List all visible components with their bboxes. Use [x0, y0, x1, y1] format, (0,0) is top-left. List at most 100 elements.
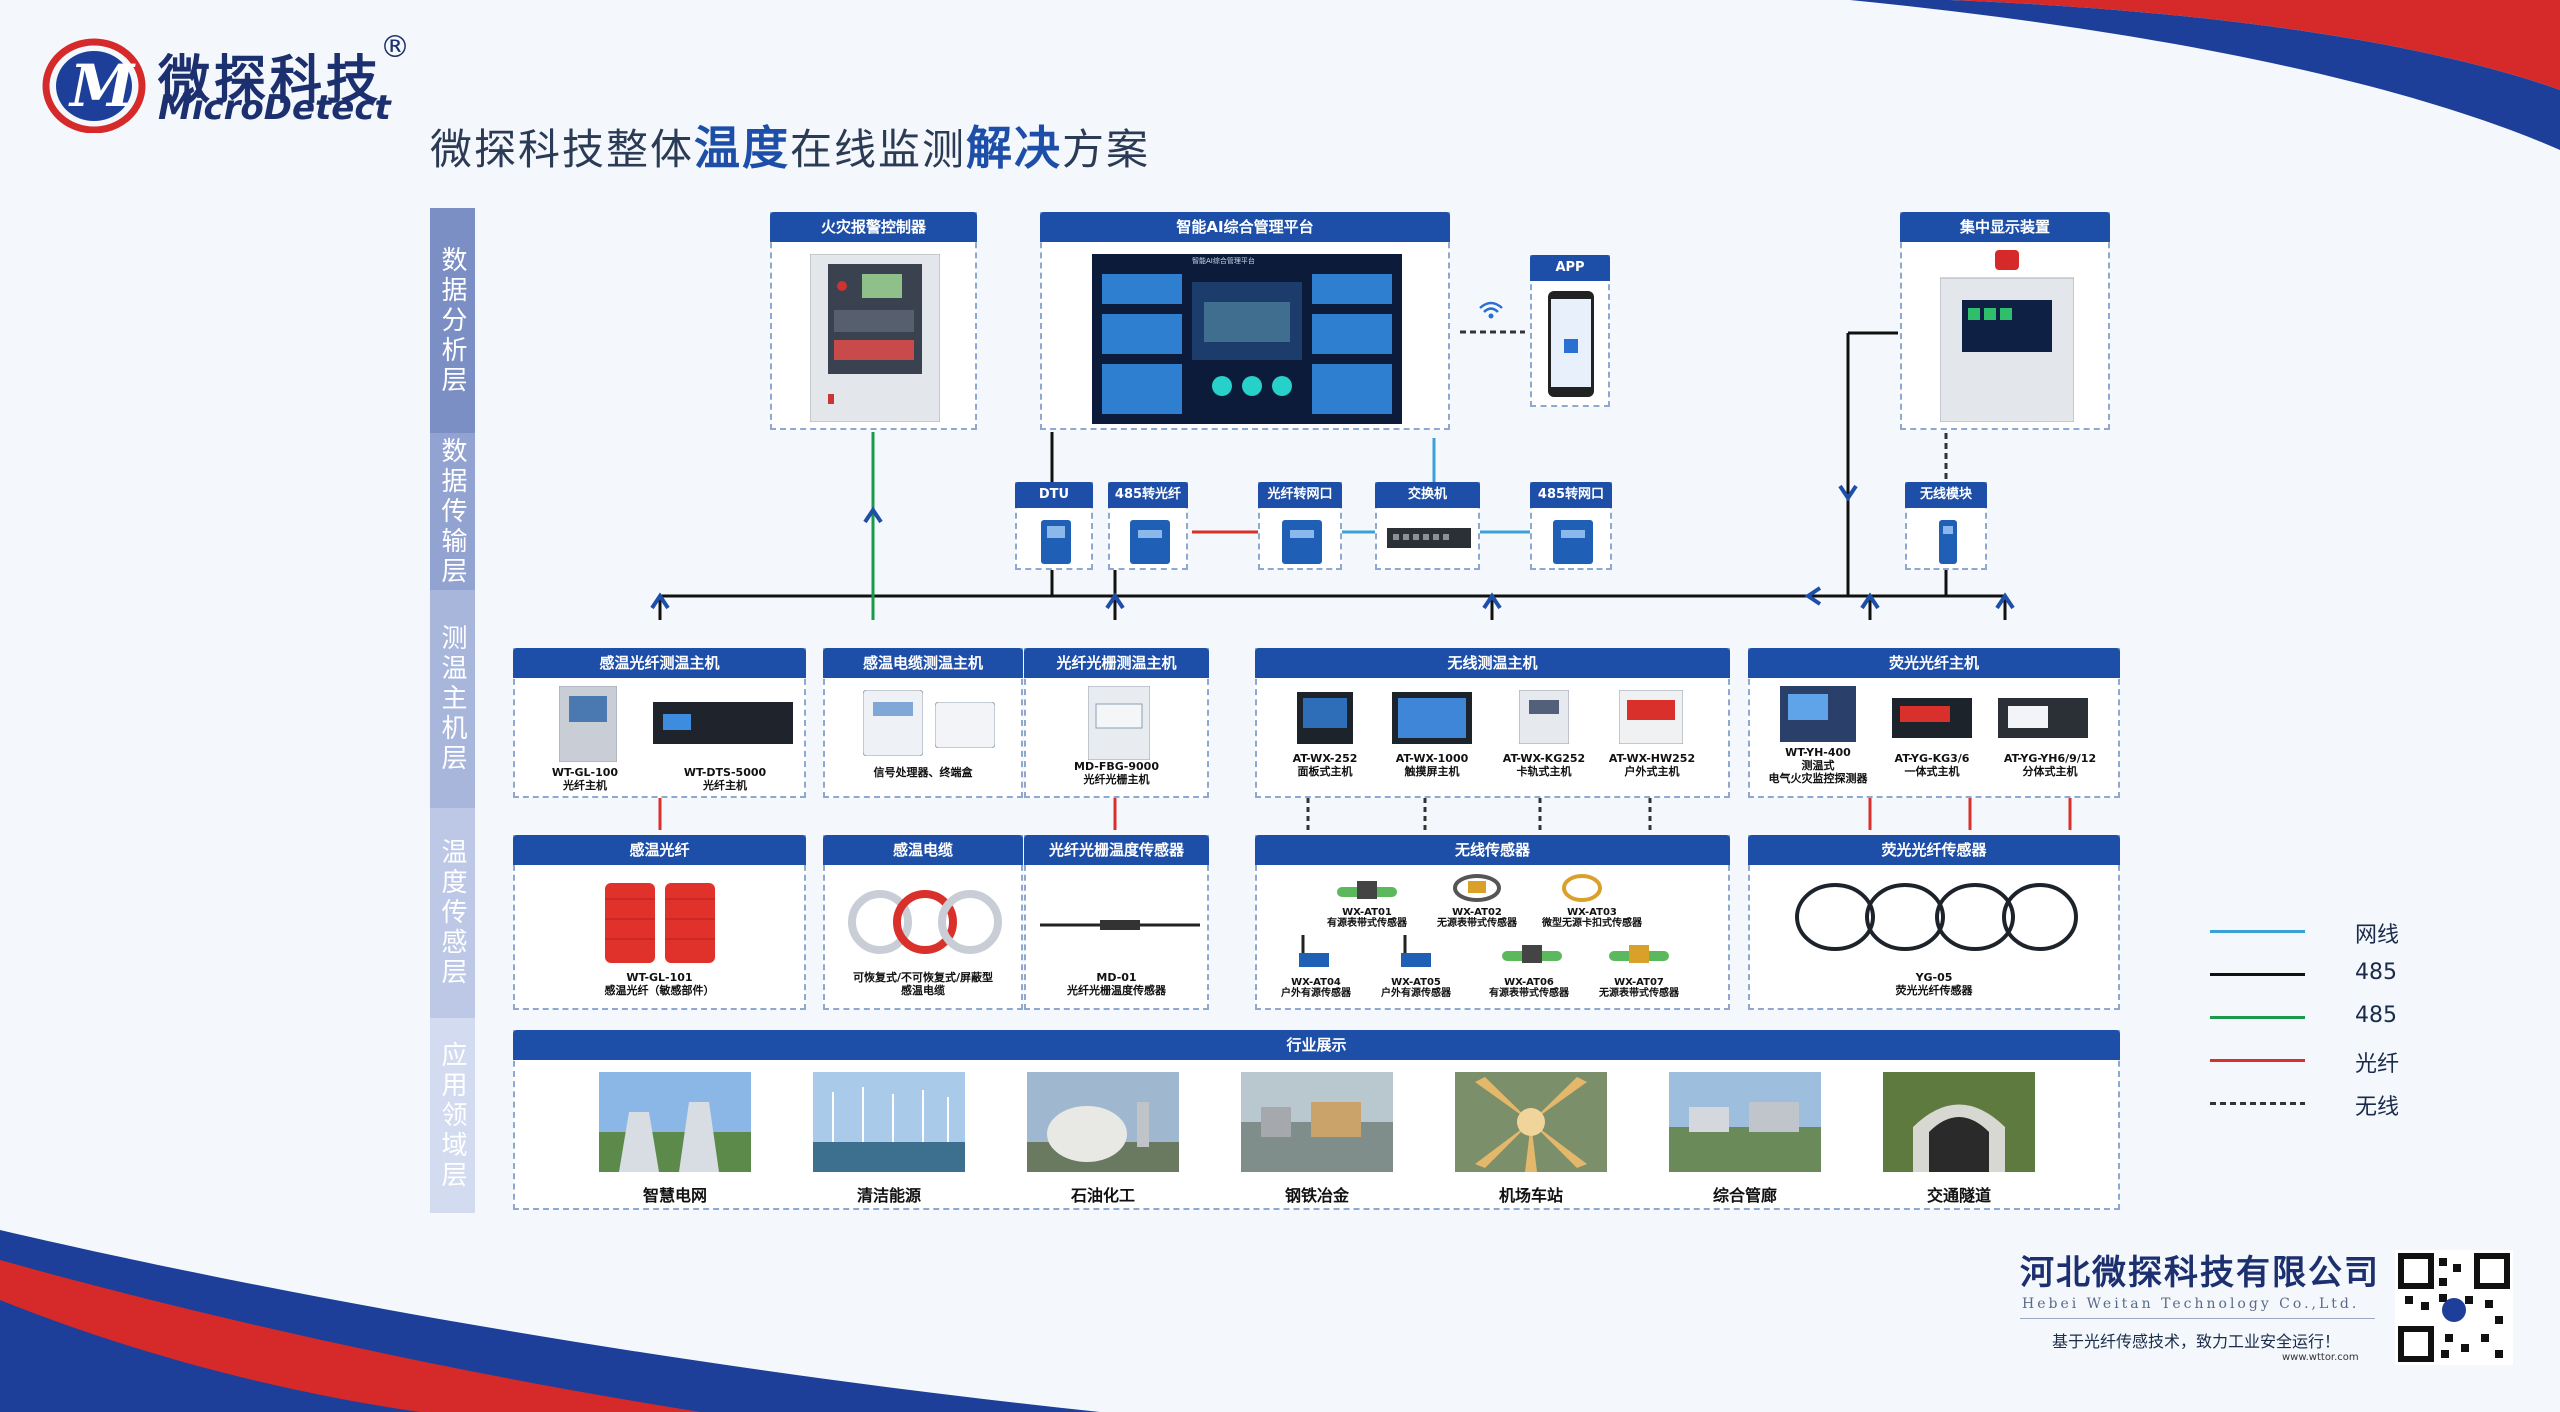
- sensor-desc: 荧光光纤传感器: [1750, 984, 2118, 997]
- fiber-to-network-box[interactable]: 光纤转网口: [1258, 482, 1342, 570]
- host-model: AT-WX-HW252: [1602, 752, 1702, 765]
- split-host-icon: [1998, 698, 2088, 738]
- industry-label: 石油化工: [1027, 1182, 1179, 1206]
- host-model: AT-WX-KG252: [1494, 752, 1594, 765]
- wireless-sensor-strap-icon: [1502, 945, 1562, 967]
- host-caption: WT-GL-100 光纤主机: [535, 766, 635, 792]
- outdoor-sensor-icon: [1295, 935, 1335, 969]
- sensor-model: WX-AT01: [1317, 907, 1417, 918]
- dtu-box[interactable]: DTU: [1015, 482, 1093, 570]
- legend-line-network: [2210, 930, 2305, 933]
- host-desc: 面板式主机: [1279, 765, 1371, 778]
- sensor-group-fiber[interactable]: 感温光纤 WT-GL-101 感温光纤（敏感部件）: [513, 835, 806, 1010]
- sensor-caption: WX-AT04 户外有源传感器: [1271, 977, 1361, 999]
- sensor-model: WX-AT02: [1425, 907, 1529, 918]
- sensor-group-grating[interactable]: 光纤光栅温度传感器 MD-01 光纤光栅温度传感器: [1024, 835, 1209, 1010]
- wifi-icon: [1478, 300, 1504, 320]
- switch-box[interactable]: 交换机: [1375, 482, 1480, 570]
- host-desc: 分体式主机: [1990, 765, 2110, 778]
- host-desc: 卡轨式主机: [1494, 765, 1594, 778]
- host-caption: AT-WX-KG252 卡轨式主机: [1494, 752, 1594, 778]
- host-model: AT-WX-1000: [1382, 752, 1482, 765]
- host-desc: 触摸屏主机: [1382, 765, 1482, 778]
- fluorescent-fiber-coil-icon: [1790, 877, 2080, 957]
- 485-to-fiber-title: 485转光纤: [1108, 482, 1188, 508]
- host-desc: 光纤主机: [535, 779, 635, 792]
- wireless-module-title: 无线模块: [1905, 482, 1987, 508]
- fire-alarm-controller-box[interactable]: 火灾报警控制器: [770, 212, 977, 430]
- host-group-cable[interactable]: 感温电缆测温主机 信号处理器、终端盒: [823, 648, 1023, 798]
- industry-showcase-box: 行业展示 智慧电网 清洁能源 石油化工 钢铁冶金 机场车站 综合管廊 交通隧道: [513, 1030, 2120, 1210]
- petrochemical-photo: [1027, 1072, 1179, 1172]
- industry-label: 钢铁冶金: [1241, 1182, 1393, 1206]
- legend-label: 485: [2355, 960, 2397, 985]
- airport-station-photo: [1455, 1072, 1607, 1172]
- utility-tunnel-photo: [1669, 1072, 1821, 1172]
- legend-label: 网线: [2355, 917, 2399, 949]
- fire-controller-icon: [810, 254, 940, 422]
- app-box[interactable]: APP: [1530, 255, 1610, 407]
- legend-label: 光纤: [2355, 1046, 2399, 1078]
- legend-line-485-green: [2210, 1016, 2305, 1019]
- dashboard-screen-icon: [1092, 254, 1402, 424]
- legend-line-wireless: [2210, 1102, 2305, 1105]
- sensor-caption: WX-AT07 无源表带式传感器: [1587, 977, 1691, 999]
- fiber-reel-icon: [605, 879, 725, 967]
- sensor-desc: 无源表带式传感器: [1425, 918, 1529, 929]
- sensor-model: WX-AT06: [1477, 977, 1581, 988]
- legend: 网线 485 485 光纤 无线: [2210, 915, 2410, 1135]
- sensor-desc: 户外有源传感器: [1371, 988, 1461, 999]
- host-caption: AT-YG-KG3/6 一体式主机: [1882, 752, 1982, 778]
- dtu-device-icon: [1041, 520, 1071, 564]
- fiber-host-rack-icon: [653, 702, 793, 744]
- sensor-group-fluorescent[interactable]: 荧光光纤传感器 YG-05 荧光光纤传感器: [1748, 835, 2120, 1010]
- steel-metallurgy-photo: [1241, 1072, 1393, 1172]
- host-caption: AT-WX-HW252 户外式主机: [1602, 752, 1702, 778]
- host-group-grating[interactable]: 光纤光栅测温主机 MD-FBG-9000 光纤光栅主机: [1024, 648, 1209, 798]
- host-group-fluorescent-title: 荧光光纤主机: [1748, 648, 2120, 678]
- industry-label: 综合管廊: [1669, 1182, 1821, 1206]
- grating-sensor-icon: [1040, 917, 1200, 933]
- 485-to-fiber-box[interactable]: 485转光纤: [1108, 482, 1188, 570]
- converter-icon: [1553, 520, 1593, 564]
- ai-platform-box[interactable]: 智能AI综合管理平台 智能AI综合管理平台: [1040, 212, 1450, 430]
- sensor-group-wireless[interactable]: 无线传感器 WX-AT01 有源表带式传感器 WX-AT02 无源表带式传感器 …: [1255, 835, 1730, 1010]
- wireless-sensor-strap-icon: [1337, 879, 1397, 903]
- legend-line-485-black: [2210, 973, 2305, 976]
- industry-label: 智慧电网: [599, 1182, 751, 1206]
- converter-icon: [1282, 520, 1322, 564]
- host-group-fiber[interactable]: 感温光纤测温主机 WT-GL-100 光纤主机 WT-DTS-5000 光纤主机: [513, 648, 806, 798]
- industry-label: 交通隧道: [1883, 1182, 2035, 1206]
- host-desc: 测温式: [1750, 759, 1886, 772]
- integrated-host-icon: [1892, 698, 1972, 738]
- terminal-box-icon: [935, 702, 995, 748]
- company-url: www.wttor.com: [2282, 1352, 2359, 1363]
- host-group-wireless-title: 无线测温主机: [1255, 648, 1730, 678]
- sensor-group-cable[interactable]: 感温电缆 可恢复式/不可恢复式/屏蔽型 感温电缆: [823, 835, 1023, 1010]
- sensor-model: YG-05: [1750, 971, 2118, 984]
- traffic-tunnel-photo: [1883, 1072, 2035, 1172]
- sensor-group-wireless-title: 无线传感器: [1255, 835, 1730, 865]
- wireless-module-box[interactable]: 无线模块: [1905, 482, 1987, 570]
- sensor-caption: 可恢复式/不可恢复式/屏蔽型 感温电缆: [825, 971, 1021, 997]
- smart-grid-photo: [599, 1072, 751, 1172]
- host-model: AT-YG-KG3/6: [1882, 752, 1982, 765]
- fiber-to-network-title: 光纤转网口: [1258, 482, 1342, 508]
- host-group-fluorescent[interactable]: 荧光光纤主机 WT-YH-400 测温式 电气火灾监控探测器 AT-YG-KG3…: [1748, 648, 2120, 798]
- legend-label: 无线: [2355, 1089, 2399, 1121]
- network-switch-icon: [1387, 528, 1471, 548]
- sensor-desc: 微型无源卡扣式传感器: [1532, 918, 1652, 929]
- host-group-wireless[interactable]: 无线测温主机 AT-WX-252 面板式主机 AT-WX-1000 触摸屏主机 …: [1255, 648, 1730, 798]
- sensor-desc: 感温电缆: [825, 984, 1021, 997]
- company-name-cn: 河北微探科技有限公司: [2020, 1245, 2380, 1294]
- host-model: MD-FBG-9000: [1026, 760, 1207, 773]
- company-name-en: Hebei Weitan Technology Co.,Ltd.: [2022, 1296, 2359, 1312]
- 485-to-network-box[interactable]: 485转网口: [1530, 482, 1612, 570]
- central-display-box[interactable]: 集中显示装置: [1900, 212, 2110, 430]
- fire-detector-host-icon: [1780, 686, 1856, 742]
- host-desc: 信号处理器、终端盒: [825, 766, 1021, 779]
- sensor-desc: 有源表带式传感器: [1317, 918, 1417, 929]
- sensor-desc: 户外有源传感器: [1271, 988, 1361, 999]
- host-desc: 电气火灾监控探测器: [1750, 772, 1886, 785]
- 485-to-network-title: 485转网口: [1530, 482, 1612, 508]
